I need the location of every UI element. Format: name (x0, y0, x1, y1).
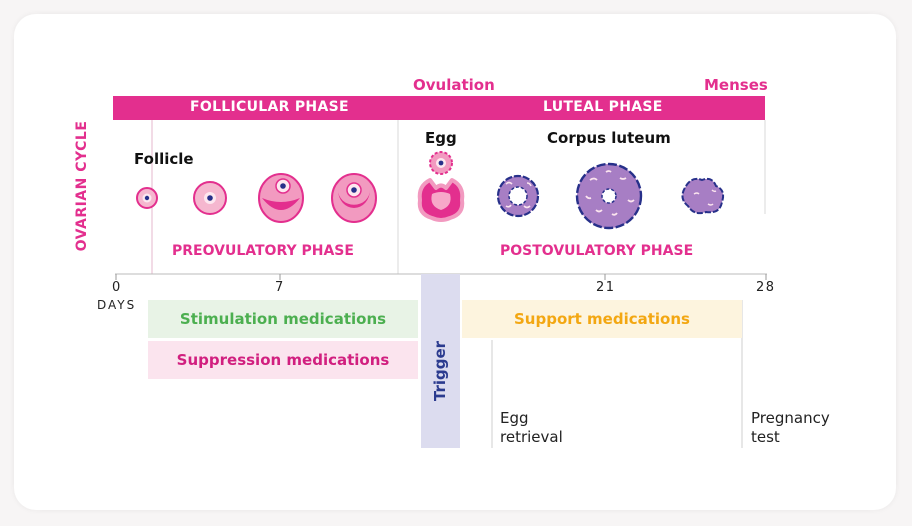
trigger-box (421, 274, 460, 448)
tick-label-7: 7 (275, 280, 285, 295)
corpus-luteum-regressing (681, 177, 725, 215)
phase-bar (113, 96, 765, 120)
tick-label-28: 28 (756, 280, 776, 295)
follicle-stage-4 (331, 173, 377, 223)
ovarian-cycle-label: OVARIAN CYCLE (74, 120, 90, 252)
pregnancy-test-note: Pregnancy test (751, 409, 830, 447)
pregnancy-test-line-1: Pregnancy (751, 409, 830, 427)
egg-label: Egg (425, 129, 457, 147)
support-medications-box: Support medications (462, 300, 742, 338)
pregnancy-test-line-2: test (751, 428, 780, 446)
egg-retrieval-line-2: retrieval (500, 428, 563, 446)
postovulatory-phase-label: POSTOVULATORY PHASE (500, 243, 694, 259)
tick-label-21: 21 (596, 280, 616, 295)
trigger-label: Trigger (431, 340, 449, 402)
luteal-phase-label: LUTEAL PHASE (543, 99, 663, 115)
follicle-label: Follicle (134, 150, 194, 168)
tick-label-0: 0 (112, 280, 122, 295)
released-egg (429, 151, 453, 175)
ruptured-follicle (417, 178, 465, 222)
suppression-medications-box: Suppression medications (148, 341, 418, 379)
follicle-stage-3 (258, 173, 304, 223)
follicular-phase-label: FOLLICULAR PHASE (190, 99, 349, 115)
corpus-luteum-mature (575, 162, 643, 230)
stimulation-medications-box: Stimulation medications (148, 300, 418, 338)
days-label: DAYS (97, 298, 137, 312)
menses-label: Menses (704, 76, 768, 94)
follicle-stage-2 (193, 181, 227, 215)
preovulatory-phase-label: PREOVULATORY PHASE (172, 243, 354, 259)
corpus-luteum-label: Corpus luteum (547, 129, 671, 147)
egg-retrieval-note: Egg retrieval (500, 409, 563, 447)
egg-retrieval-line-1: Egg (500, 409, 529, 427)
follicle-stage-1 (136, 187, 158, 209)
corpus-luteum-early (496, 174, 540, 218)
ovulation-label: Ovulation (413, 76, 495, 94)
